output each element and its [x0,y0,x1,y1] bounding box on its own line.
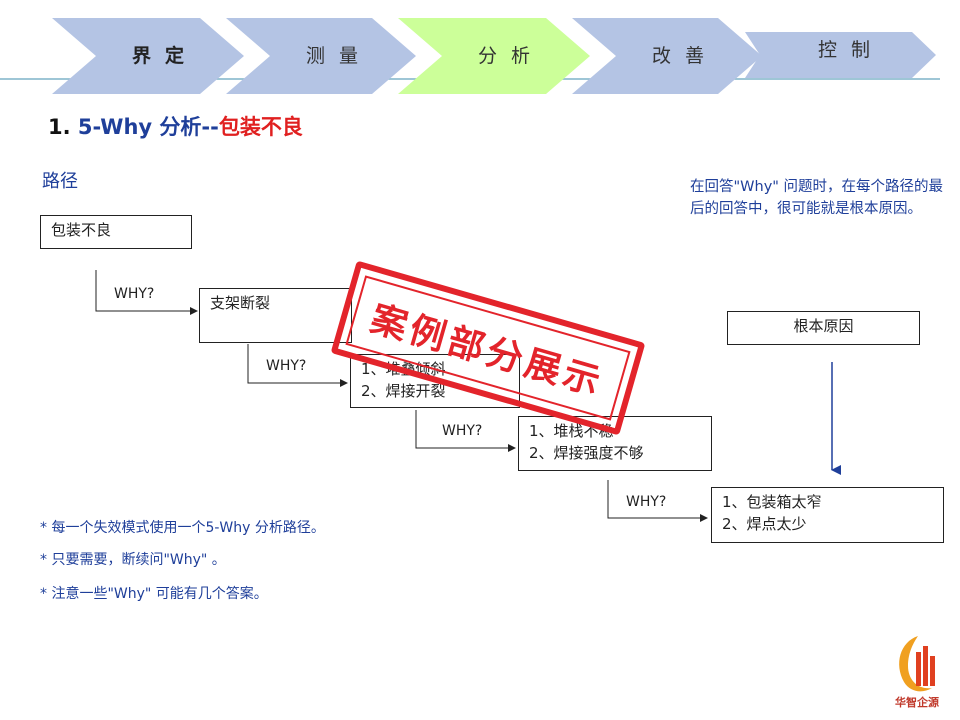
why-label-3: WHY? [442,423,483,439]
connector-3 [415,410,516,452]
chevron-improve [572,18,762,94]
title-part3: 包装不良 [218,115,303,139]
chevron-define [52,18,244,94]
step-measure-label: 测量 [305,45,372,67]
note-2: * 只要需要，断续问"Why" 。 [40,552,226,568]
chevron-control [745,32,936,78]
why-answer-2-line-1: 1、堆叠倾斜 [361,360,446,378]
why-answer-2-line-2: 2、焊接开裂 [361,382,446,400]
connector-2 [247,344,348,387]
why-label-4: WHY? [626,494,667,510]
note-1: * 每一个失效模式使用一个5-Why 分析路径。 [40,520,325,536]
company-logo-icon [899,636,935,692]
why-label-1: WHY? [114,286,155,302]
step-control-label: 控制 [817,39,884,61]
why-answer-4: 1、包装箱太窄 2、焊点太少 [711,487,944,543]
path-label: 路径 [42,171,78,192]
why-answer-3-line-1: 1、堆栈不稳 [529,422,614,440]
problem-box: 包装不良 [40,215,192,249]
why-answer-3: 1、堆栈不稳 2、焊接强度不够 [518,416,712,471]
why-answer-3-line-2: 2、焊接强度不够 [529,444,644,462]
root-cause-note: 在回答"Why" 问题时，在每个路径的最后的回答中，很可能就是根本原因。 [690,179,944,217]
step-analyze-label: 分析 [477,45,544,67]
why-answer-4-line-1: 1、包装箱太窄 [722,493,822,511]
page-title: 1. 5-Why 分析--包装不良 [48,111,303,141]
connector-1 [95,270,198,315]
title-number: 1. [48,115,71,139]
chevron-analyze [398,18,590,94]
why-label-2: WHY? [266,358,307,374]
why-answer-1: 支架断裂 [199,288,352,343]
root-cause-box: 根本原因 [727,311,920,345]
company-logo-text: 华智企源 [895,696,939,709]
chevron-measure [226,18,416,94]
why-answer-2: 1、堆叠倾斜 2、焊接开裂 [350,354,520,408]
connector-4 [607,480,708,522]
process-chevrons [0,18,940,94]
title-part1: 5-Why [77,115,160,139]
why-answer-4-line-2: 2、焊点太少 [722,515,807,533]
step-improve-label: 改善 [651,45,718,67]
title-part2: 分析-- [159,115,219,139]
note-3: * 注意一些"Why" 可能有几个答案。 [40,586,268,602]
step-define-label: 界定 [131,45,198,67]
